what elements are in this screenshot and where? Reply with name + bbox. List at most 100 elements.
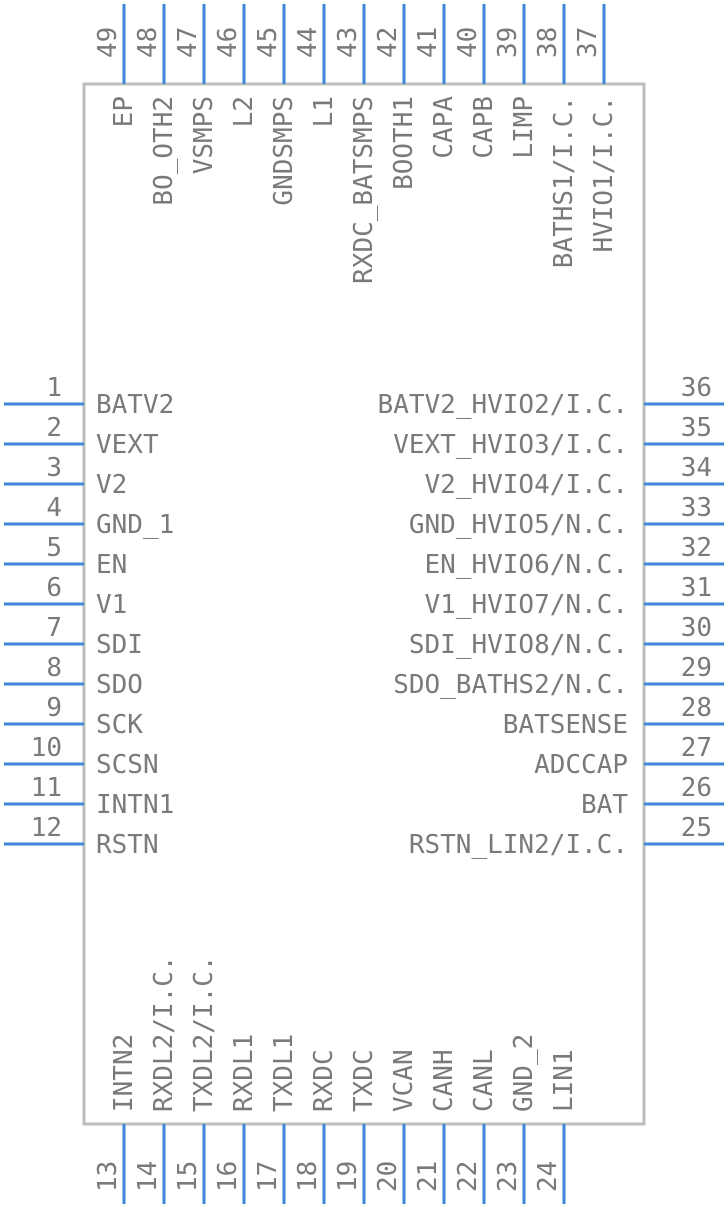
pin-37-number: 37 (573, 27, 603, 58)
pin-30-number: 30 (681, 613, 712, 643)
pin-13-label: INTN2 (109, 1034, 139, 1112)
pin-26-number: 26 (681, 773, 712, 803)
pin-49-label: EP (109, 96, 139, 127)
pin-7-number: 7 (46, 613, 62, 643)
pin-30-label: SDI_HVIO8/N.C. (409, 630, 628, 660)
pin-8-label: SDO (96, 670, 143, 700)
pin-23-number: 23 (493, 1161, 523, 1192)
pin-41-label: CAPA (429, 96, 459, 159)
pin-7-label: SDI (96, 630, 143, 660)
pin-40-number: 40 (453, 27, 483, 58)
pin-36-number: 36 (681, 373, 712, 403)
pin-12-label: RSTN (96, 830, 159, 860)
pin-2-label: VEXT (96, 430, 159, 460)
pin-48-label: BO_OTH2 (149, 96, 179, 206)
pin-48-number: 48 (133, 27, 163, 58)
pin-49-number: 49 (93, 27, 123, 58)
pin-40-label: CAPB (469, 96, 499, 159)
pin-20-number: 20 (373, 1161, 403, 1192)
pin-17-number: 17 (253, 1161, 283, 1192)
pin-27-label: ADCCAP (534, 750, 628, 780)
pin-47-number: 47 (173, 27, 203, 58)
pin-18-label: RXDC (309, 1049, 339, 1112)
pin-39-number: 39 (493, 27, 523, 58)
pin-5-number: 5 (46, 533, 62, 563)
pin-25-number: 25 (681, 813, 712, 843)
pin-28-number: 28 (681, 693, 712, 723)
pin-19-label: TXDC (349, 1049, 379, 1112)
pin-16-number: 16 (213, 1161, 243, 1192)
pin-4-label: GND_1 (96, 510, 174, 540)
pin-43-label: RXDC_BATSMPS (349, 96, 379, 284)
pin-21-number: 21 (413, 1161, 443, 1192)
pin-14-number: 14 (133, 1161, 163, 1192)
pin-12-number: 12 (31, 813, 62, 843)
pin-38-label: BATHS1/I.C. (549, 96, 579, 268)
pin-42-number: 42 (373, 27, 403, 58)
ic-body (82, 82, 646, 1126)
pin-15-number: 15 (173, 1161, 203, 1192)
pin-2-number: 2 (46, 413, 62, 443)
pin-33-number: 33 (681, 493, 712, 523)
pin-38-number: 38 (533, 27, 563, 58)
pin-39-label: LIMP (509, 96, 539, 159)
pin-47-label: VSMPS (189, 96, 219, 174)
pin-29-label: SDO_BATHS2/N.C. (393, 670, 628, 700)
pin-15-label: TXDL2/I.C. (189, 955, 219, 1112)
pin-10-label: SCSN (96, 750, 159, 780)
pin-16-label: RXDL1 (229, 1034, 259, 1112)
pin-45-label: GNDSMPS (269, 96, 299, 206)
pin-22-label: CANL (469, 1049, 499, 1112)
pin-45-number: 45 (253, 27, 283, 58)
pin-8-number: 8 (46, 653, 62, 683)
pin-29-number: 29 (681, 653, 712, 683)
pin-24-number: 24 (533, 1161, 563, 1192)
pin-44-label: L1 (309, 96, 339, 127)
pin-10-number: 10 (31, 733, 62, 763)
pin-22-number: 22 (453, 1161, 483, 1192)
pin-6-number: 6 (46, 573, 62, 603)
pin-1-label: BATV2 (96, 390, 174, 420)
pin-11-label: INTN1 (96, 790, 174, 820)
pin-9-label: SCK (96, 710, 143, 740)
pin-46-number: 46 (213, 27, 243, 58)
pin-4-number: 4 (46, 493, 62, 523)
pin-33-label: GND_HVIO5/N.C. (409, 510, 628, 540)
pin-32-label: EN_HVIO6/N.C. (425, 550, 629, 580)
pin-18-number: 18 (293, 1161, 323, 1192)
pin-44-number: 44 (293, 27, 323, 58)
pin-36-label: BATV2_HVIO2/I.C. (378, 390, 628, 420)
pin-31-label: V1_HVIO7/N.C. (425, 590, 629, 620)
pin-41-number: 41 (413, 27, 443, 58)
pin-35-number: 35 (681, 413, 712, 443)
pin-35-label: VEXT_HVIO3/I.C. (393, 430, 628, 460)
pin-21-label: CANH (429, 1049, 459, 1112)
pin-1-number: 1 (46, 373, 62, 403)
pin-5-label: EN (96, 550, 127, 580)
pin-6-label: V1 (96, 590, 127, 620)
pin-43-number: 43 (333, 27, 363, 58)
pin-28-label: BATSENSE (503, 710, 628, 740)
pin-27-number: 27 (681, 733, 712, 763)
pin-9-number: 9 (46, 693, 62, 723)
pin-46-label: L2 (229, 96, 259, 127)
pin-20-label: VCAN (389, 1049, 419, 1112)
pin-26-label: BAT (581, 790, 628, 820)
pin-14-label: RXDL2/I.C. (149, 955, 179, 1112)
pin-13-number: 13 (93, 1161, 123, 1192)
pin-19-number: 19 (333, 1161, 363, 1192)
pin-3-number: 3 (46, 453, 62, 483)
pin-37-label: HVIO1/I.C. (589, 96, 619, 253)
pin-42-label: BOOTH1 (389, 96, 419, 190)
pin-23-label: GND_2 (509, 1034, 539, 1112)
pin-17-label: TXDL1 (269, 1034, 299, 1112)
pin-32-number: 32 (681, 533, 712, 563)
pin-24-label: LIN1 (549, 1049, 579, 1112)
pin-34-label: V2_HVIO4/I.C. (425, 470, 629, 500)
pin-11-number: 11 (31, 773, 62, 803)
pin-34-number: 34 (681, 453, 712, 483)
pin-3-label: V2 (96, 470, 127, 500)
pin-25-label: RSTN_LIN2/I.C. (409, 830, 628, 860)
